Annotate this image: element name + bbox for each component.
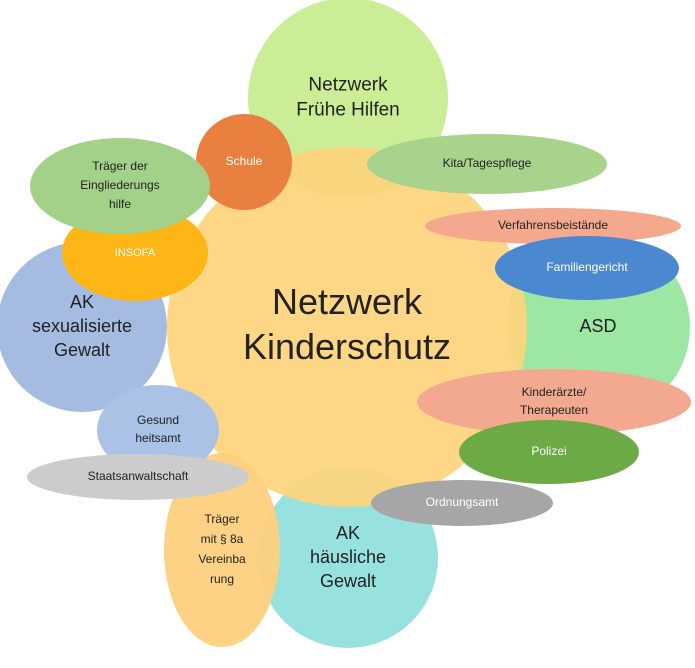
center-label-line-2: Kinderschutz bbox=[243, 326, 451, 367]
kinderaerzte-therapeuten-shape bbox=[417, 369, 691, 435]
node-kinderaerzte-therapeuten: Kinderärzte/Therapeuten bbox=[417, 369, 691, 435]
kita-tagespflege-label-line-1: Kita/Tagespflege bbox=[443, 156, 532, 170]
traeger-8a-vereinbarung-shape bbox=[164, 453, 280, 647]
ak-sexualisierte-gewalt-label-line-1: AK bbox=[70, 292, 94, 312]
ordnungsamt-label-line-1: Ordnungsamt bbox=[426, 495, 499, 509]
schule-shape bbox=[196, 114, 292, 210]
node-staatsanwaltschaft: Staatsanwaltschaft bbox=[27, 454, 249, 500]
traeger-eingliederungshilfe-label-line-3: hilfe bbox=[109, 197, 131, 211]
ak-sexualisierte-gewalt-label-line-3: Gewalt bbox=[54, 340, 110, 360]
traeger-eingliederungshilfe-shape bbox=[30, 138, 210, 234]
verfahrensbeistaende-shape bbox=[425, 208, 681, 244]
staatsanwaltschaft-shape bbox=[27, 454, 249, 500]
familiengericht-label-line-1: Familiengericht bbox=[546, 260, 628, 274]
polizei-label-line-1: Polizei bbox=[531, 444, 566, 458]
traeger-8a-vereinbarung-label-line-4: rung bbox=[210, 572, 234, 586]
traeger-8a-vereinbarung-label-line-1: Träger bbox=[205, 512, 240, 526]
gesundheitsamt-label-line-1: Gesund bbox=[137, 413, 179, 427]
kinderaerzte-therapeuten-label-line-2: Therapeuten bbox=[520, 403, 588, 417]
gesundheitsamt-label-line-2: heitsamt bbox=[135, 431, 181, 445]
node-kita-tagespflege: Kita/Tagespflege bbox=[367, 134, 607, 194]
familiengericht-shape bbox=[495, 236, 679, 300]
asd-label-line-1: ASD bbox=[579, 316, 616, 336]
ak-haeusliche-gewalt-label-line-3: Gewalt bbox=[320, 571, 376, 591]
node-ordnungsamt: Ordnungsamt bbox=[371, 480, 553, 526]
node-polizei: Polizei bbox=[459, 420, 639, 484]
gesundheitsamt-shape bbox=[97, 385, 219, 475]
staatsanwaltschaft-label-line-1: Staatsanwaltschaft bbox=[88, 469, 189, 483]
node-schule: Schule bbox=[196, 114, 292, 210]
ak-sexualisierte-gewalt-label-line-2: sexualisierte bbox=[32, 316, 132, 336]
schule-label-line-1: Schule bbox=[226, 154, 263, 168]
traeger-8a-vereinbarung-label-line-2: mit § 8a bbox=[201, 532, 244, 546]
netzwerk-fruehe-hilfen-label-line-1: Netzwerk bbox=[308, 75, 388, 96]
insofa-label-line-1: INSOFA bbox=[115, 247, 156, 259]
verfahrensbeistaende-label-line-1: Verfahrensbeistände bbox=[498, 218, 608, 232]
node-gesundheitsamt: Gesund heitsamt bbox=[97, 385, 219, 475]
traeger-eingliederungshilfe-label-line-2: Eingliederungs bbox=[80, 178, 159, 192]
ak-haeusliche-gewalt-label-line-2: häusliche bbox=[310, 547, 386, 567]
node-traeger-8a-vereinbarung: Träger mit § 8a Vereinba rung bbox=[164, 453, 280, 647]
netzwerk-fruehe-hilfen-label-line-2: Frühe Hilfen bbox=[296, 100, 400, 121]
ordnungsamt-shape bbox=[371, 480, 553, 526]
kita-tagespflege-shape bbox=[367, 134, 607, 194]
ak-haeusliche-gewalt-label-line-1: AK bbox=[336, 523, 360, 543]
node-verfahrensbeistaende: Verfahrensbeistände bbox=[425, 208, 681, 244]
traeger-eingliederungshilfe-label-line-1: Träger der bbox=[92, 159, 148, 173]
polizei-shape bbox=[459, 420, 639, 484]
center-label-line-1: Netzwerk bbox=[272, 281, 423, 322]
kinderaerzte-therapeuten-label-line-1: Kinderärzte/ bbox=[522, 385, 587, 399]
traeger-8a-vereinbarung-label-line-3: Vereinba bbox=[198, 552, 246, 566]
node-familiengericht: Familiengericht bbox=[495, 236, 679, 300]
